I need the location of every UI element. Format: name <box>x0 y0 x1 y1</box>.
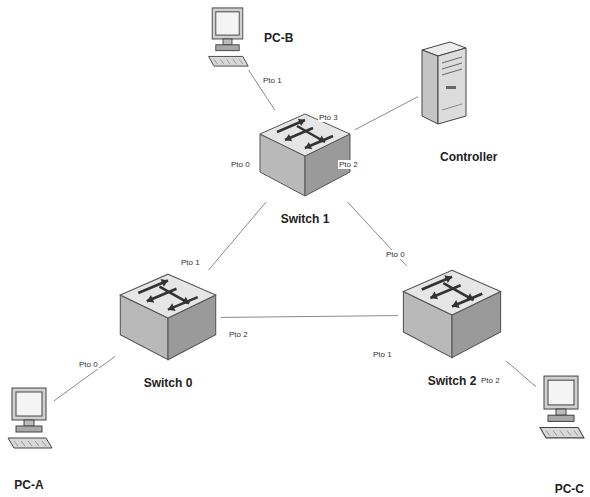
switch-node: Switch 1 <box>255 110 355 202</box>
port-label: Pto 2 <box>338 160 359 169</box>
node-label: PC-C <box>553 482 586 496</box>
pc-icon <box>536 374 586 442</box>
network-link <box>209 202 267 270</box>
pc-node: PC-B <box>205 6 250 70</box>
port-label: Pto 2 <box>480 376 501 385</box>
port-label: Pto 0 <box>230 160 251 169</box>
switch-icon <box>398 266 506 364</box>
node-label: PC-A <box>12 478 45 492</box>
network-link <box>221 316 398 318</box>
pc-icon <box>4 386 54 452</box>
port-label: Pto 3 <box>318 113 339 122</box>
pc-icon <box>205 6 250 70</box>
network-link <box>348 202 407 266</box>
pc-node: PC-A <box>4 386 54 452</box>
node-label: Switch 1 <box>279 212 332 226</box>
switch-node: Switch 0 <box>115 270 221 366</box>
node-label: Switch 0 <box>142 376 195 390</box>
switch-node: Switch 2 <box>398 266 506 364</box>
pc-node: PC-C <box>536 374 586 442</box>
port-label: Pto 0 <box>78 360 99 369</box>
network-link <box>506 361 536 387</box>
node-label: Switch 2 <box>426 374 479 388</box>
port-label: Pto 2 <box>228 330 249 339</box>
port-label: Pto 1 <box>372 350 393 359</box>
port-label: Pto 1 <box>262 76 283 85</box>
switch-icon <box>255 110 355 202</box>
node-label: PC-B <box>262 31 295 45</box>
node-label: Controller <box>438 150 499 164</box>
switch-icon <box>115 270 221 366</box>
server-node: Controller <box>418 38 470 128</box>
network-link <box>355 97 418 130</box>
port-label: Pto 1 <box>180 258 201 267</box>
network-link <box>54 357 115 401</box>
server-icon <box>418 38 470 128</box>
port-label: Pto 0 <box>385 250 406 259</box>
